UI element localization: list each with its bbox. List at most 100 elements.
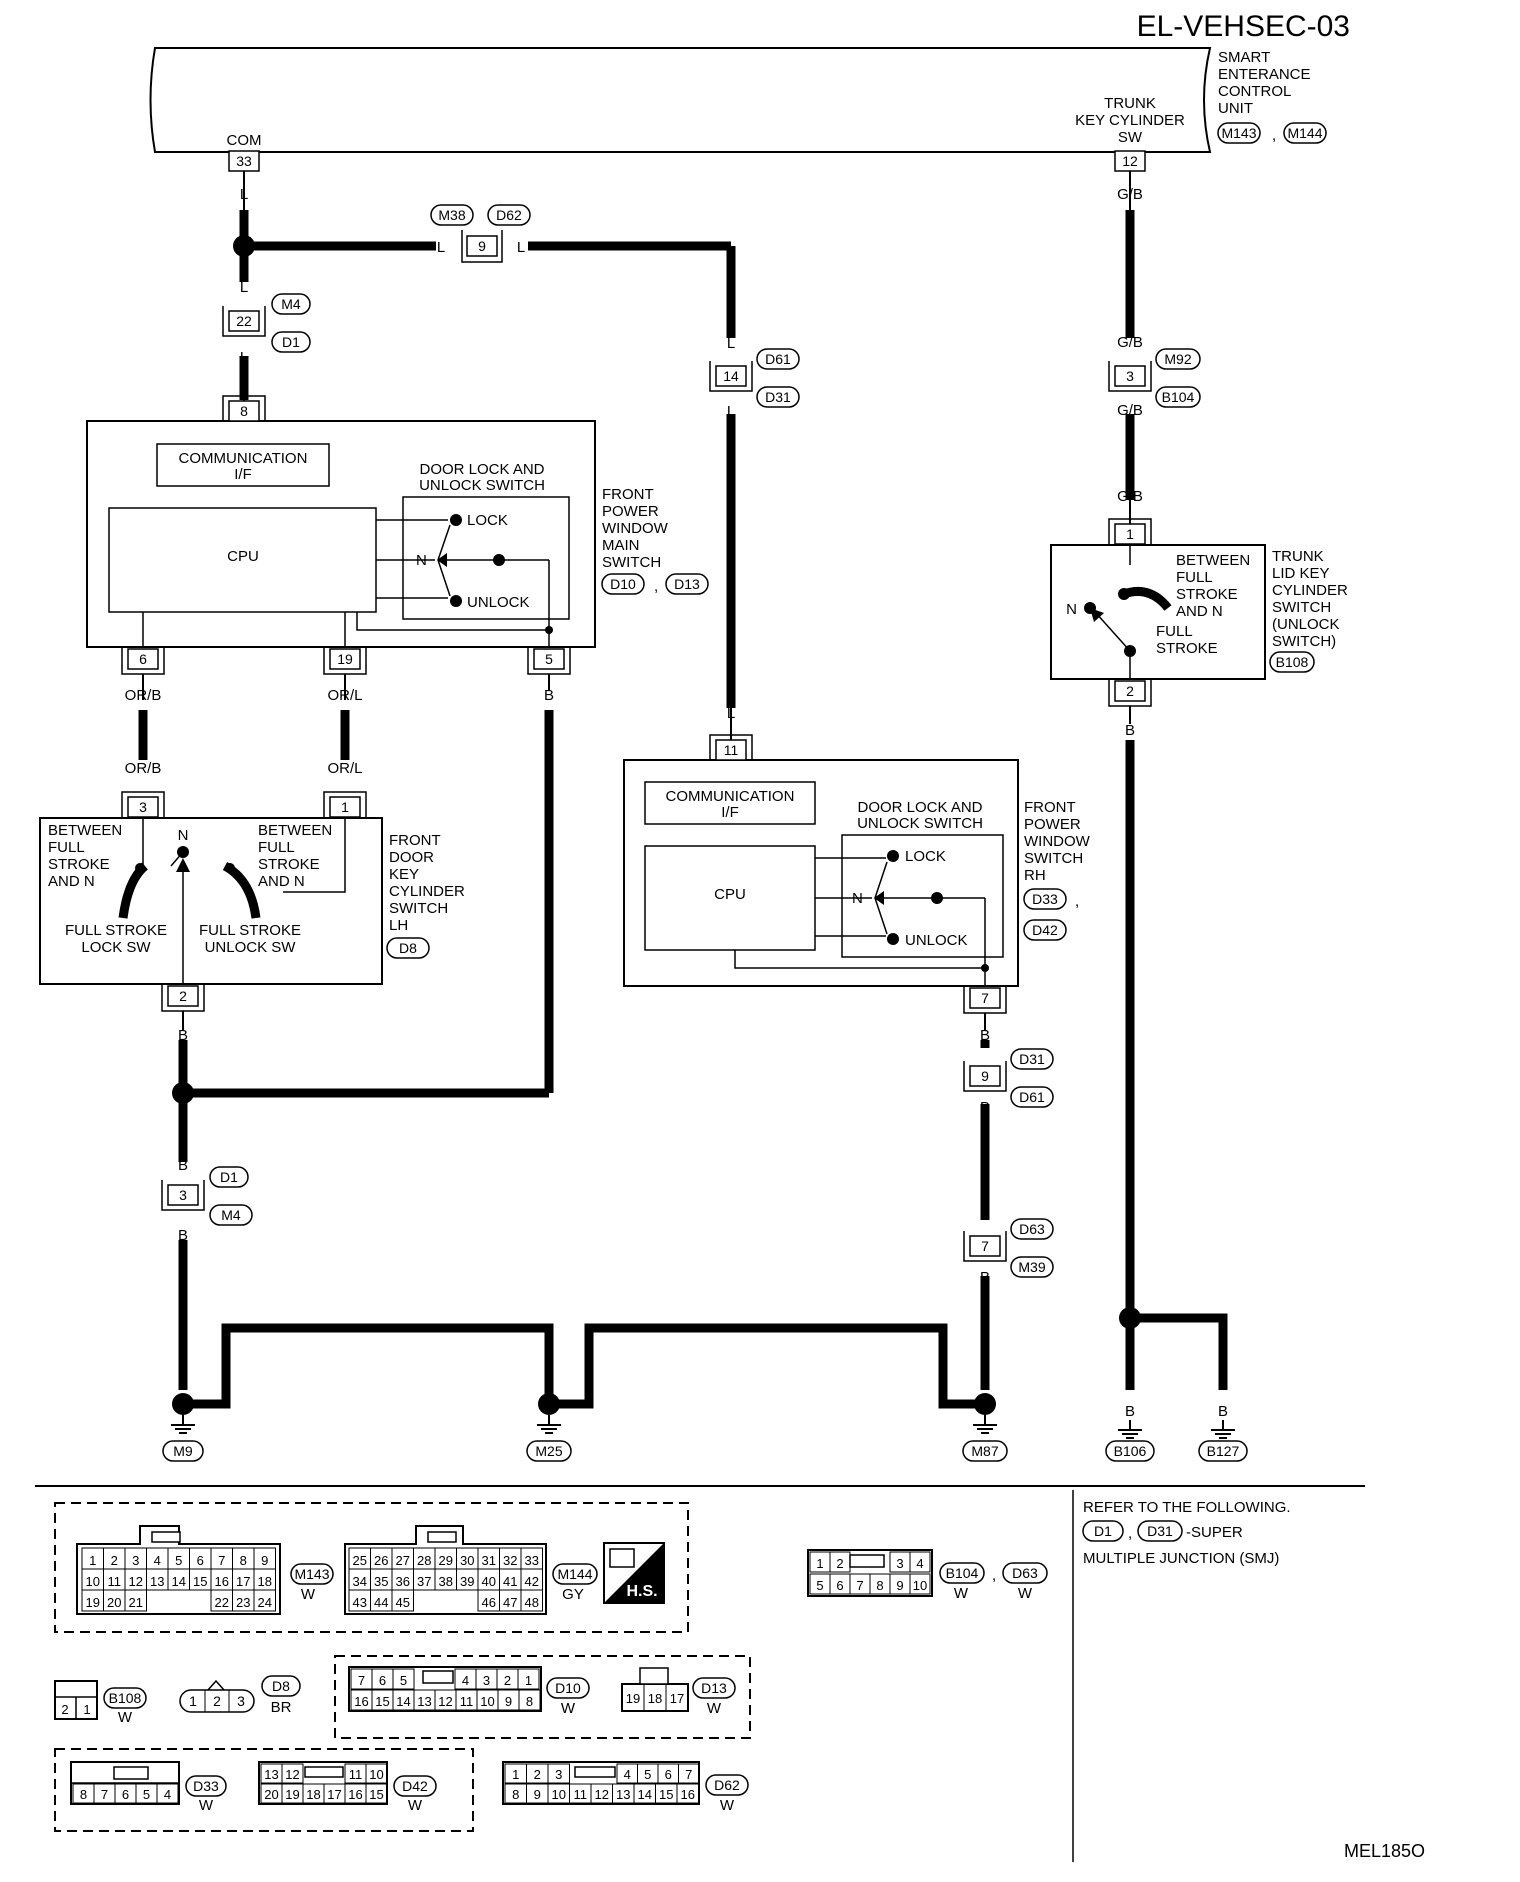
pin-number: 9: [534, 1787, 541, 1802]
svg-text:L: L: [517, 239, 525, 256]
svg-text:B108: B108: [109, 1690, 142, 1706]
pin-number: 30: [460, 1553, 474, 1568]
pin-number: 6: [379, 1673, 386, 1688]
pin-number: 24: [258, 1595, 272, 1610]
svg-text:5: 5: [545, 651, 553, 667]
svg-text:OR/L: OR/L: [327, 760, 362, 777]
svg-text:,: ,: [654, 578, 658, 595]
joint-connector-m92-b104: 3 M92 B104: [1108, 348, 1201, 408]
pin-number: 40: [482, 1574, 496, 1589]
pin-number: 2: [504, 1673, 511, 1688]
pin-number: 5: [816, 1578, 823, 1593]
svg-text:STROKE: STROKE: [48, 856, 110, 873]
svg-text:2: 2: [1126, 683, 1134, 699]
svg-text:COMMUNICATION: COMMUNICATION: [179, 450, 308, 467]
pin-number: 41: [503, 1574, 517, 1589]
svg-text:LID KEY: LID KEY: [1272, 565, 1330, 582]
pin-number: 10: [369, 1767, 383, 1782]
svg-text:POWER: POWER: [1024, 816, 1081, 833]
svg-text:SMART: SMART: [1218, 49, 1270, 66]
svg-text:UNLOCK: UNLOCK: [905, 932, 968, 949]
svg-text:M92: M92: [1164, 351, 1191, 367]
pin-number: 12: [595, 1787, 609, 1802]
key-cyl-lh-label: FRONT DOOR KEY CYLINDER SWITCH LH: [389, 832, 465, 934]
pin-number: 12: [438, 1694, 452, 1709]
pin-number: 8: [526, 1694, 533, 1709]
connector-group-d10-d13: [334, 1655, 751, 1739]
joint-connector-d1-m4: 3 D1 M4: [161, 1166, 253, 1226]
main-switch-label: FRONT POWER WINDOW MAIN SWITCH: [602, 486, 669, 571]
pin-number: 20: [107, 1595, 121, 1610]
pin-number: 33: [525, 1553, 539, 1568]
pin-number: 15: [369, 1787, 383, 1802]
svg-text:18: 18: [648, 1691, 662, 1706]
svg-text:,: ,: [1128, 1525, 1132, 1542]
svg-text:19: 19: [626, 1691, 640, 1706]
svg-text:BETWEEN: BETWEEN: [48, 822, 122, 839]
svg-text:L: L: [727, 403, 735, 420]
svg-text:M39: M39: [1018, 1259, 1045, 1275]
svg-text:19: 19: [337, 651, 353, 667]
svg-text:SW: SW: [1118, 129, 1143, 146]
svg-text:FULL: FULL: [1156, 623, 1193, 640]
svg-text:D10: D10: [555, 1680, 581, 1696]
svg-text:POWER: POWER: [602, 503, 659, 520]
pin-number: 8: [80, 1787, 87, 1802]
refer-note: REFER TO THE FOLLOWING. D1 , D31 -SUPER …: [1082, 1499, 1291, 1567]
svg-text:AND N: AND N: [258, 873, 305, 890]
pin-number: 11: [108, 1574, 122, 1589]
svg-text:MAIN: MAIN: [602, 537, 640, 554]
svg-text:B127: B127: [1207, 1443, 1240, 1459]
svg-text:I/F: I/F: [234, 466, 252, 483]
pin-number: 13: [417, 1694, 431, 1709]
svg-text:7: 7: [981, 990, 989, 1006]
svg-text:D8: D8: [272, 1678, 290, 1694]
com-pin: 33: [228, 150, 260, 172]
svg-text:D62: D62: [714, 1777, 740, 1793]
svg-text:B: B: [178, 1157, 188, 1174]
pin-number: 7: [856, 1578, 863, 1593]
pin-number: 14: [396, 1694, 410, 1709]
svg-text:W: W: [720, 1797, 735, 1814]
pin-number: 6: [665, 1767, 672, 1782]
pin-number: 1: [816, 1556, 823, 1571]
svg-text:LH: LH: [389, 917, 408, 934]
pin-number: 15: [375, 1694, 389, 1709]
pin-number: 14: [638, 1787, 652, 1802]
svg-text:B: B: [1125, 1403, 1135, 1420]
pin-number: 2: [534, 1767, 541, 1782]
svg-text:B: B: [980, 1199, 990, 1216]
svg-text:STROKE: STROKE: [1156, 640, 1218, 657]
svg-text:2: 2: [61, 1702, 68, 1717]
svg-text:TRUNK: TRUNK: [1104, 95, 1156, 112]
svg-text:,: ,: [1075, 893, 1079, 910]
com-label: COM: [227, 132, 262, 149]
svg-text:STROKE: STROKE: [258, 856, 320, 873]
svg-text:B: B: [178, 1027, 188, 1044]
svg-text:W: W: [707, 1700, 722, 1717]
svg-text:8: 8: [240, 403, 248, 419]
svg-text:UNIT: UNIT: [1218, 100, 1253, 117]
pin-number: 16: [348, 1787, 362, 1802]
pin-number: 3: [896, 1556, 903, 1571]
pin-number: 9: [896, 1578, 903, 1593]
svg-text:M4: M4: [281, 296, 301, 312]
svg-text:3: 3: [237, 1693, 245, 1709]
joint-connector-d61-d31: 14 D61 D31: [709, 348, 800, 408]
svg-text:I/F: I/F: [721, 804, 739, 821]
svg-text:D31: D31: [1019, 1051, 1045, 1067]
svg-text:REFER TO THE FOLLOWING.: REFER TO THE FOLLOWING.: [1083, 1499, 1291, 1516]
svg-text:-SUPER: -SUPER: [1186, 1524, 1243, 1541]
svg-text:UNLOCK SW: UNLOCK SW: [205, 939, 297, 956]
connector-group-m143-m144: [54, 1502, 689, 1633]
pin-number: 5: [175, 1553, 182, 1568]
svg-text:14: 14: [723, 368, 739, 384]
pin-number: 18: [258, 1574, 272, 1589]
svg-text:UNLOCK SWITCH: UNLOCK SWITCH: [857, 815, 983, 832]
svg-text:SWITCH: SWITCH: [602, 554, 661, 571]
svg-text:B: B: [544, 1361, 554, 1378]
svg-text:DOOR: DOOR: [389, 849, 434, 866]
